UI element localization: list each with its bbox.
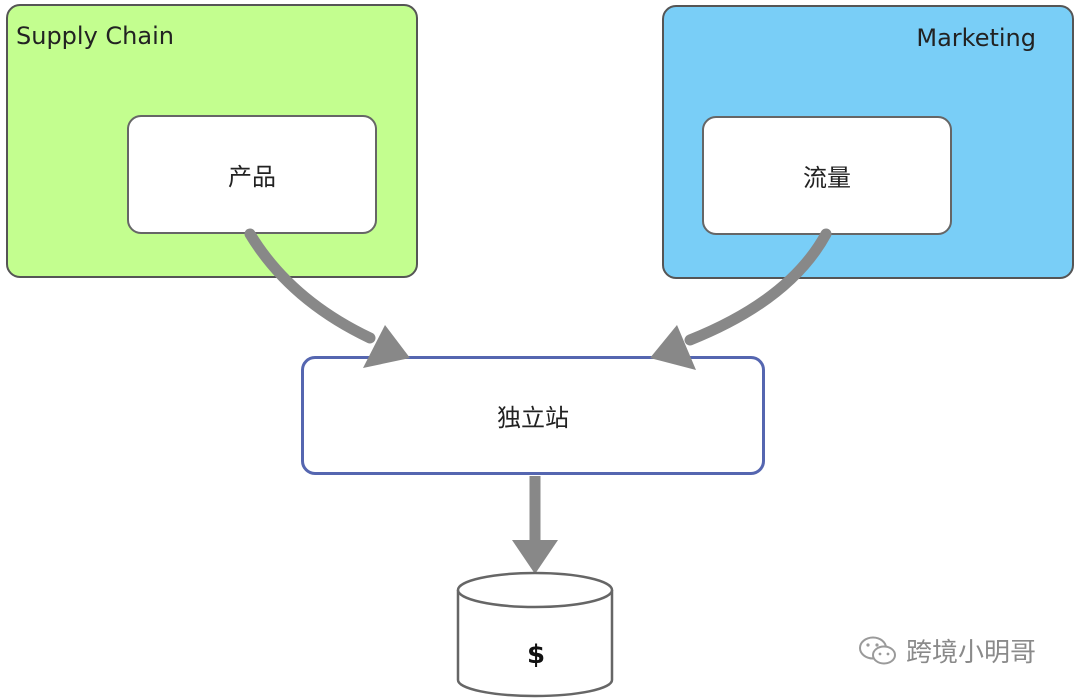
arrowhead-site-to-db <box>512 540 558 574</box>
traffic-node: 流量 <box>702 116 952 235</box>
marketing-title: Marketing <box>916 24 1036 52</box>
arrowhead-product-to-site <box>363 325 410 368</box>
database-label: $ <box>526 640 546 670</box>
watermark: 跨境小明哥 <box>858 632 1036 669</box>
product-node-label: 产品 <box>228 163 276 191</box>
independent-site-label: 独立站 <box>497 404 569 432</box>
watermark-text: 跨境小明哥 <box>906 638 1037 668</box>
arrow-traffic-to-site <box>684 228 832 346</box>
arrowhead-traffic-to-site <box>650 325 696 370</box>
product-node: 产品 <box>127 115 377 234</box>
independent-site-node: 独立站 <box>301 356 765 475</box>
traffic-node-label: 流量 <box>803 164 851 192</box>
arrow-product-to-site <box>244 228 376 344</box>
supply-chain-title: Supply Chain <box>16 22 174 50</box>
wechat-icon <box>859 636 896 664</box>
database-cylinder <box>456 571 614 698</box>
